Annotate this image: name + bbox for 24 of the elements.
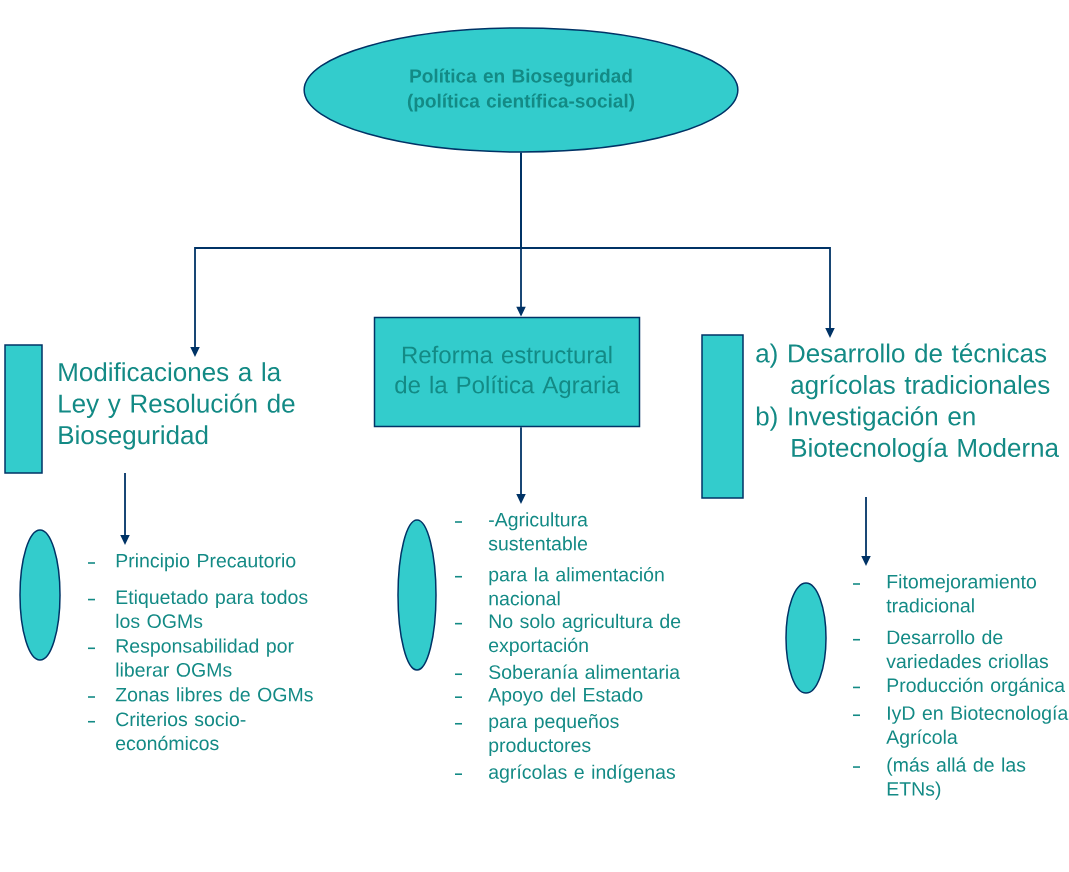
list-item: No solo agricultura de exportación — [489, 613, 681, 657]
list-item: para la alimentación nacional — [489, 566, 664, 606]
list-item: IyD en Biotecnología Agrícola — [886, 705, 1069, 748]
list-item: Producción orgánica — [887, 677, 1065, 697]
heading-with-bar: Modificaciones a la Ley y Resolución de Bioseguridad — [4, 344, 295, 474]
heading-with-bar: a) Desarrollo de técnicas agrícolas tradicionales b) Investigación en Biotecnología Moderna — [701, 334, 1059, 499]
node-label: Modificaciones a la Ley y Resolución de Bioseguridad — [59, 362, 295, 450]
list-item: Desarrollo de variedades criollas — [886, 629, 1049, 669]
list-item: -Agricultura sustentable — [488, 512, 588, 551]
list-item: Responsabilidad por liberar OGMs — [116, 638, 294, 677]
list-item: agrícolas e indígenas — [489, 764, 675, 783]
list-item: (más allá de las ETNs) — [887, 757, 1026, 800]
oval-shape — [785, 582, 827, 694]
process-box: Reforma estructural de la Política Agraria — [373, 316, 641, 428]
list-item: Criterios socio-económicos — [116, 711, 246, 751]
oval-shape — [397, 519, 437, 671]
list-item: Apoyo del Estado — [488, 687, 643, 706]
node-label: b) Investigación en Biotecnología Moderna — [756, 406, 1059, 463]
list-item: Soberanía alimentaria — [489, 664, 680, 679]
list-item: Etiquetado para todos los OGMs — [116, 589, 308, 629]
list-item: Fitomejoramiento tradicional — [886, 574, 1036, 613]
list-item: Principio Precautorio — [116, 553, 296, 572]
oval-shape — [19, 529, 61, 661]
list-item: Zonas libres de OGMs — [115, 687, 313, 702]
